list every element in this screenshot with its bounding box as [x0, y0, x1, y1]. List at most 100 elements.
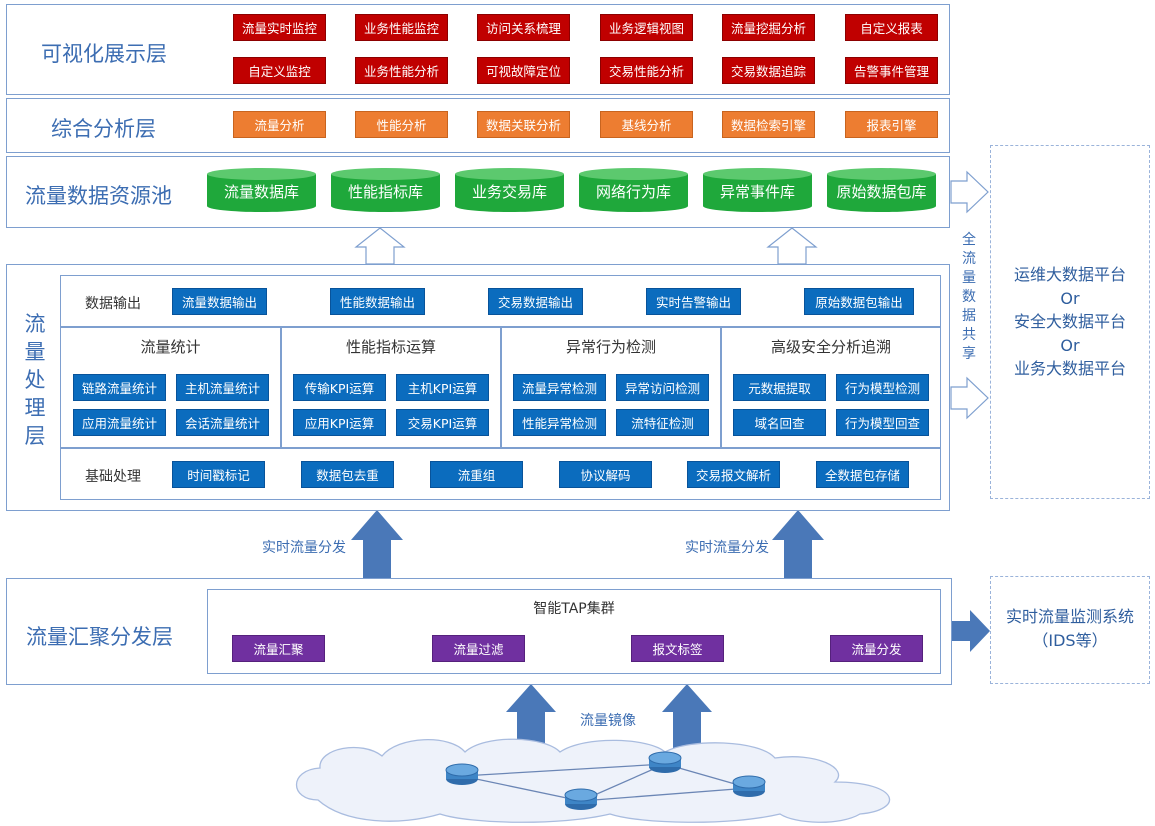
database-cylinder[interactable]: 流量数据库 — [206, 167, 317, 213]
database-icon — [331, 168, 440, 213]
basic-item[interactable]: 交易报文解析 — [687, 461, 780, 488]
network-cloud-icon — [295, 738, 891, 823]
hollow-right-arrow-bottom — [950, 376, 989, 420]
router-icon — [445, 763, 479, 785]
database-label: 网络行为库 — [595, 183, 671, 201]
tap-cluster-panel: 智能TAP集群 — [207, 589, 941, 674]
realtime-distribution-label-left: 实时流量分发 — [262, 540, 346, 556]
processing-layer-title: 流 量 处 理 层 — [24, 312, 46, 448]
database-cylinder[interactable]: 性能指标库 — [330, 167, 441, 213]
ids-system-box — [990, 576, 1150, 684]
section-title: 高级安全分析追溯 — [770, 338, 891, 356]
tap-function-item[interactable]: 流量汇聚 — [232, 635, 325, 662]
section-item[interactable]: 应用KPI运算 — [293, 409, 386, 436]
full-traffic-share-label: 全 流 量 数 据 共 享 — [962, 232, 976, 362]
basic-item[interactable]: 流重组 — [430, 461, 523, 488]
basic-processing-label: 基础处理 — [85, 469, 141, 485]
tap-function-item[interactable]: 流量过滤 — [432, 635, 525, 662]
platform-line: 运维大数据平台 — [1013, 265, 1126, 284]
visualization-item[interactable]: 业务性能监控 — [355, 14, 448, 41]
basic-item[interactable]: 全数据包存储 — [816, 461, 909, 488]
visualization-item[interactable]: 业务性能分析 — [355, 57, 448, 84]
database-cylinder[interactable]: 网络行为库 — [578, 167, 689, 213]
platform-line: 业务大数据平台 — [1013, 359, 1126, 378]
platform-line: 安全大数据平台 — [1013, 312, 1126, 331]
resource-pool-layer-title: 流量数据资源池 — [25, 184, 172, 208]
section-title: 异常行为检测 — [565, 338, 656, 356]
database-icon — [579, 168, 688, 213]
database-icon — [703, 168, 812, 213]
database-label: 原始数据包库 — [836, 183, 927, 201]
section-item[interactable]: 行为模型检测 — [836, 374, 929, 401]
visualization-item[interactable]: 交易数据追踪 — [722, 57, 815, 84]
analysis-item[interactable]: 数据关联分析 — [477, 111, 570, 138]
solid-right-arrow-ids — [952, 610, 990, 652]
visualization-item[interactable]: 流量实时监控 — [233, 14, 326, 41]
platform-line: Or — [1060, 288, 1080, 308]
section-item[interactable]: 域名回查 — [733, 409, 826, 436]
section-item[interactable]: 流量异常检测 — [513, 374, 606, 401]
section-item[interactable]: 元数据提取 — [733, 374, 826, 401]
basic-item[interactable]: 协议解码 — [559, 461, 652, 488]
section-item[interactable]: 主机KPI运算 — [396, 374, 489, 401]
hollow-up-arrow-right — [766, 227, 818, 265]
tap-cluster-title: 智能TAP集群 — [533, 601, 615, 617]
output-item[interactable]: 实时告警输出 — [646, 288, 741, 315]
basic-item[interactable]: 时间戳标记 — [172, 461, 265, 488]
analysis-item[interactable]: 数据检索引擎 — [722, 111, 815, 138]
visualization-item[interactable]: 访问关系梳理 — [477, 14, 570, 41]
output-item[interactable]: 交易数据输出 — [488, 288, 583, 315]
ids-system-label: 实时流量监测系统 （IDS等） — [1005, 607, 1134, 650]
output-item[interactable]: 性能数据输出 — [330, 288, 425, 315]
tap-function-item[interactable]: 报文标签 — [631, 635, 724, 662]
section-item[interactable]: 链路流量统计 — [73, 374, 166, 401]
output-item[interactable]: 原始数据包输出 — [804, 288, 914, 315]
section-item[interactable]: 行为模型回查 — [836, 409, 929, 436]
tap-function-item[interactable]: 流量分发 — [830, 635, 923, 662]
visualization-item[interactable]: 告警事件管理 — [845, 57, 938, 84]
visualization-item[interactable]: 交易性能分析 — [600, 57, 693, 84]
hollow-up-arrow-left — [354, 227, 406, 265]
section-item[interactable]: 会话流量统计 — [176, 409, 269, 436]
section-item[interactable]: 流特征检测 — [616, 409, 709, 436]
database-icon — [827, 168, 936, 213]
database-icon — [455, 168, 564, 213]
big-data-platform-box — [990, 145, 1150, 499]
database-cylinder[interactable]: 原始数据包库 — [826, 167, 937, 213]
distribution-layer-title: 流量汇聚分发层 — [26, 625, 173, 649]
section-item[interactable]: 性能异常检测 — [513, 409, 606, 436]
database-cylinder[interactable]: 业务交易库 — [454, 167, 565, 213]
hollow-right-arrow-top — [950, 170, 989, 214]
basic-item[interactable]: 数据包去重 — [301, 461, 394, 488]
visualization-item[interactable]: 流量挖掘分析 — [722, 14, 815, 41]
visualization-item[interactable]: 自定义报表 — [845, 14, 938, 41]
section-title: 流量统计 — [140, 338, 201, 356]
output-item[interactable]: 流量数据输出 — [172, 288, 267, 315]
platform-line: Or — [1060, 335, 1080, 355]
visualization-item[interactable]: 业务逻辑视图 — [600, 14, 693, 41]
traffic-mirror-label: 流量镜像 — [580, 713, 636, 729]
database-label: 流量数据库 — [223, 183, 299, 201]
analysis-item[interactable]: 基线分析 — [600, 111, 693, 138]
router-icon — [648, 751, 682, 773]
database-cylinder[interactable]: 异常事件库 — [702, 167, 813, 213]
solid-up-arrow-mirror-right — [662, 684, 712, 748]
database-label: 业务交易库 — [471, 183, 547, 201]
solid-up-arrow-mirror-left — [506, 684, 556, 748]
section-item[interactable]: 主机流量统计 — [176, 374, 269, 401]
solid-up-arrow-right — [772, 510, 824, 578]
visualization-item[interactable]: 可视故障定位 — [477, 57, 570, 84]
database-icon — [207, 168, 316, 213]
visualization-item[interactable]: 自定义监控 — [233, 57, 326, 84]
section-item[interactable]: 应用流量统计 — [73, 409, 166, 436]
section-title: 性能指标运算 — [345, 338, 436, 356]
analysis-item[interactable]: 性能分析 — [355, 111, 448, 138]
section-item[interactable]: 交易KPI运算 — [396, 409, 489, 436]
section-item[interactable]: 传输KPI运算 — [293, 374, 386, 401]
database-label: 性能指标库 — [347, 183, 423, 201]
platform-list: 运维大数据平台 Or 安全大数据平台 Or 业务大数据平台 — [990, 263, 1150, 381]
analysis-item[interactable]: 流量分析 — [233, 111, 326, 138]
analysis-item[interactable]: 报表引擎 — [845, 111, 938, 138]
section-item[interactable]: 异常访问检测 — [616, 374, 709, 401]
